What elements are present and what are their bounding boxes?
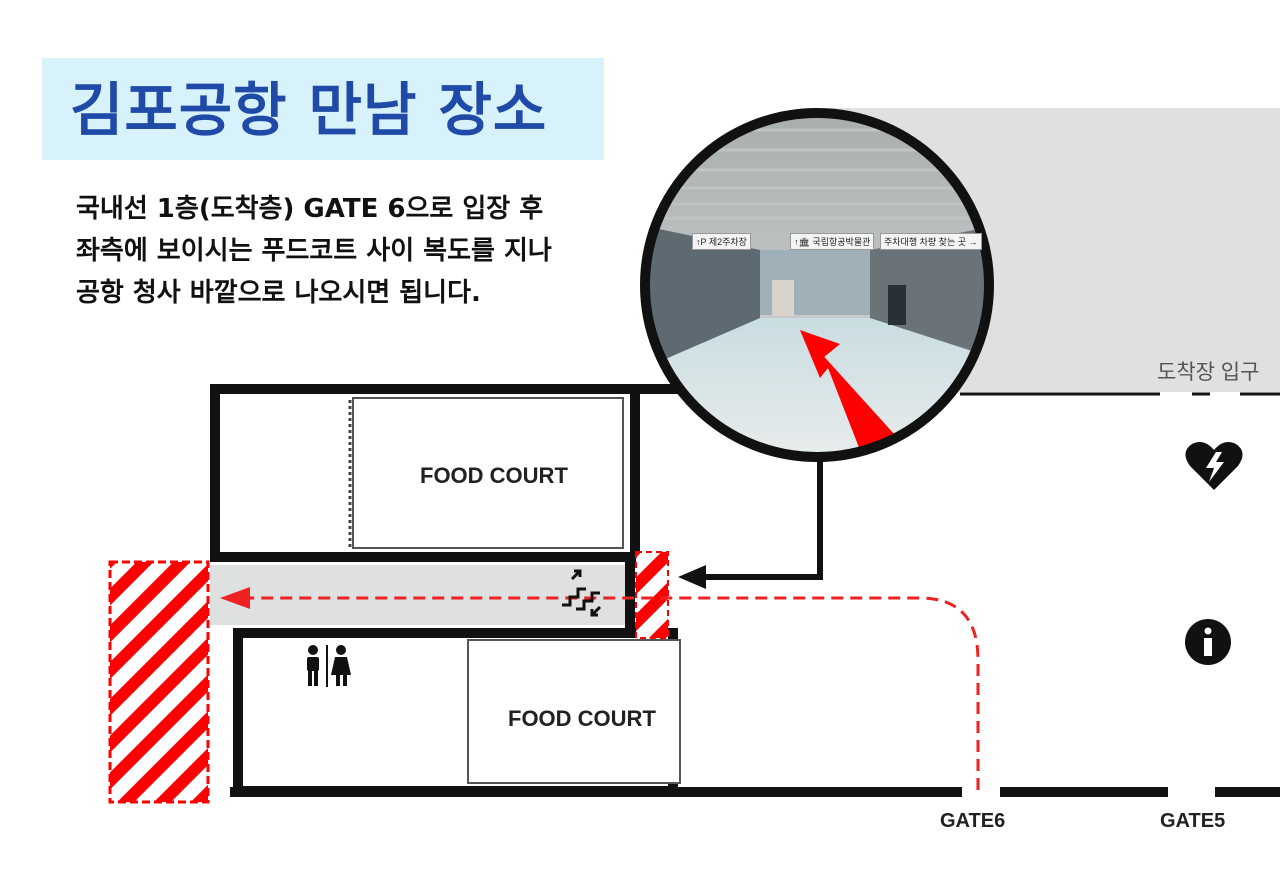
aed-heart-icon	[1185, 442, 1243, 490]
escalator-icon	[562, 569, 602, 617]
directions-line-3: 공항 청사 바깥으로 나오시면 됩니다.	[76, 278, 481, 308]
info-icon	[1185, 619, 1231, 665]
sign-museum: ↑🏛 국립항공박물관	[790, 233, 875, 250]
food-court-upper-label: FOOD COURT	[420, 463, 568, 488]
directions-text: 국내선 1층(도착층) GATE 6으로 입장 후 좌측에 보이시는 푸드코트 …	[76, 188, 636, 314]
meeting-zone-left	[108, 560, 210, 804]
title-banner	[42, 58, 604, 160]
gate5-label: GATE5	[1160, 810, 1226, 832]
restroom-icon	[307, 645, 351, 687]
gate6-label: GATE6	[940, 810, 1006, 832]
corridor	[210, 565, 632, 625]
sign-parking: ↑P 제2주차장	[692, 233, 751, 250]
sign-valet: 주차대행 차량 찾는 곳 →	[880, 233, 982, 250]
corridor-photo	[645, 113, 989, 457]
food-court-lower	[467, 639, 681, 784]
route-path	[240, 596, 980, 790]
photo-pointer-arrow	[700, 455, 823, 580]
page-title: 김포공항 만남 장소	[70, 76, 548, 144]
directions-line-1: 국내선 1층(도착층) GATE 6으로 입장 후	[76, 194, 544, 224]
food-court-lower-label: FOOD COURT	[508, 706, 656, 731]
food-court-upper	[352, 397, 624, 549]
directions-line-2: 좌측에 보이시는 푸드코트 사이 복도를 지나	[76, 236, 552, 266]
photo-red-arrow	[800, 330, 895, 450]
meeting-zone-small	[635, 551, 669, 639]
arrival-entrance-label: 도착장 입구	[1157, 361, 1260, 384]
